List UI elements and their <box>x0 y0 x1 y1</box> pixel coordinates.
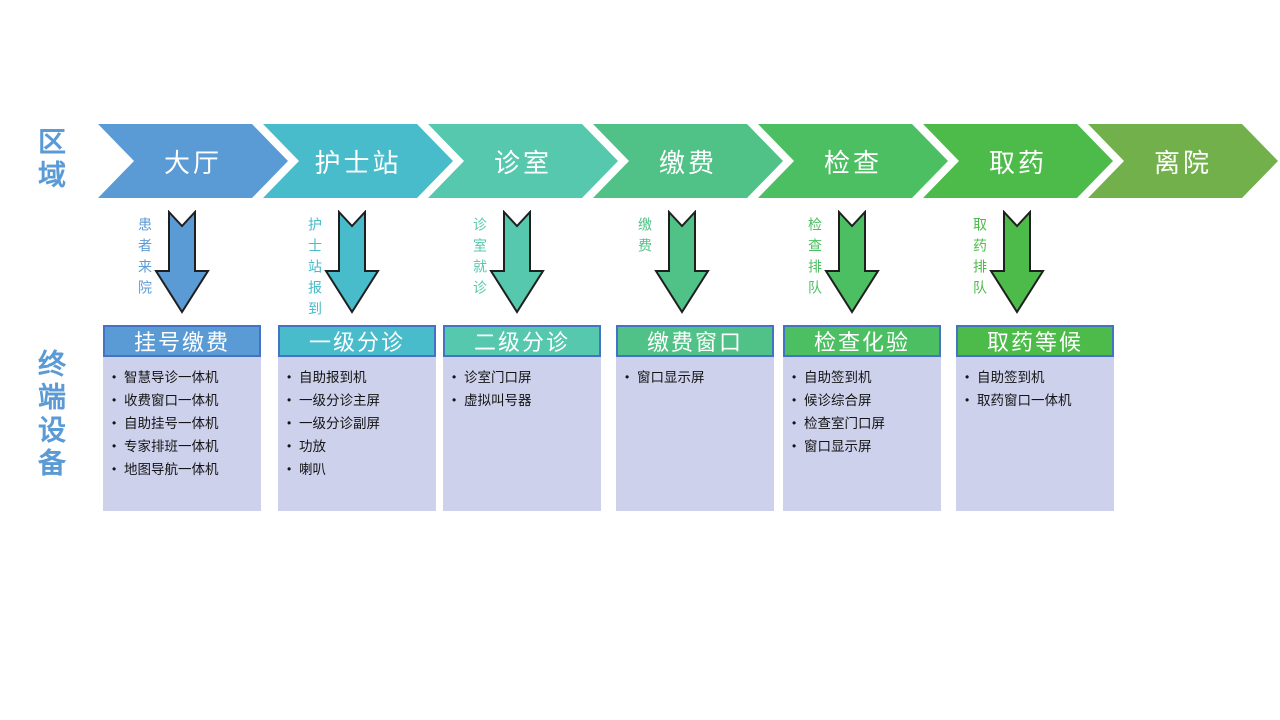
terminal-box-0: 挂号缴费智慧导诊一体机收费窗口一体机自助挂号一体机专家排班一体机地图导航一体机 <box>103 325 261 511</box>
transition-arrow-1 <box>324 210 380 314</box>
stage-label: 缴费 <box>658 147 717 178</box>
terminal-box-title: 一级分诊 <box>278 325 436 357</box>
stage-chevron-0: 大厅 <box>98 124 288 198</box>
terminal-box-title: 挂号缴费 <box>103 325 261 357</box>
terminal-box-title: 二级分诊 <box>443 325 601 357</box>
device-list: 自助报到机一级分诊主屏一级分诊副屏功放喇叭 <box>286 366 432 481</box>
terminal-box-1: 一级分诊自助报到机一级分诊主屏一级分诊副屏功放喇叭 <box>278 325 436 511</box>
device-list-item: 自助报到机 <box>286 366 432 389</box>
device-list-item: 收费窗口一体机 <box>111 389 257 412</box>
device-list-item: 自助签到机 <box>964 366 1110 389</box>
device-list-item: 取药窗口一体机 <box>964 389 1110 412</box>
row-label-area: 区域 <box>35 127 66 193</box>
device-list: 自助签到机候诊综合屏检查室门口屏窗口显示屏 <box>791 366 937 458</box>
stage-label: 诊室 <box>493 147 552 178</box>
device-list-item: 喇叭 <box>286 458 432 481</box>
down-arrow-icon <box>324 210 380 314</box>
device-list-item: 一级分诊主屏 <box>286 389 432 412</box>
stage-label: 大厅 <box>163 147 222 178</box>
device-list: 窗口显示屏 <box>624 366 770 389</box>
transition-label: 检查排队 <box>807 217 823 301</box>
terminal-box-2: 二级分诊诊室门口屏虚拟叫号器 <box>443 325 601 511</box>
down-arrow-icon <box>989 210 1045 314</box>
transition-label: 诊室就诊 <box>472 217 488 301</box>
device-list-item: 窗口显示屏 <box>791 435 937 458</box>
device-list-item: 专家排班一体机 <box>111 435 257 458</box>
device-list-item: 自助签到机 <box>791 366 937 389</box>
device-list-item: 智慧导诊一体机 <box>111 366 257 389</box>
device-list-item: 诊室门口屏 <box>451 366 597 389</box>
stage-chevron-5: 取药 <box>923 124 1113 198</box>
transition-label: 患者来院 <box>137 217 153 301</box>
stage-chevron-4: 检查 <box>758 124 948 198</box>
transition-arrow-3 <box>654 210 710 314</box>
stage-label: 取药 <box>988 147 1047 178</box>
terminal-box-title: 缴费窗口 <box>616 325 774 357</box>
down-arrow-icon <box>154 210 210 314</box>
stage-chevron-1: 护士站 <box>263 124 453 198</box>
terminal-box-5: 取药等候自助签到机取药窗口一体机 <box>956 325 1114 511</box>
stage-chevron-2: 诊室 <box>428 124 618 198</box>
terminal-box-body: 自助签到机候诊综合屏检查室门口屏窗口显示屏 <box>783 357 941 511</box>
terminal-box-body: 自助签到机取药窗口一体机 <box>956 357 1114 511</box>
terminal-box-body: 窗口显示屏 <box>616 357 774 511</box>
device-list-item: 一级分诊副屏 <box>286 412 432 435</box>
transition-label: 护士站报到 <box>307 217 323 322</box>
terminal-box-4: 检查化验自助签到机候诊综合屏检查室门口屏窗口显示屏 <box>783 325 941 511</box>
stage-chevron-6: 离院 <box>1088 124 1278 198</box>
transition-label: 缴费 <box>637 217 653 259</box>
device-list-item: 虚拟叫号器 <box>451 389 597 412</box>
down-arrow-icon <box>654 210 710 314</box>
transition-arrow-0 <box>154 210 210 314</box>
device-list-item: 候诊综合屏 <box>791 389 937 412</box>
device-list-item: 检查室门口屏 <box>791 412 937 435</box>
device-list-item: 自助挂号一体机 <box>111 412 257 435</box>
terminal-box-body: 智慧导诊一体机收费窗口一体机自助挂号一体机专家排班一体机地图导航一体机 <box>103 357 261 511</box>
stage-chevron-3: 缴费 <box>593 124 783 198</box>
device-list: 诊室门口屏虚拟叫号器 <box>451 366 597 412</box>
stage-label: 护士站 <box>314 147 402 178</box>
transition-arrow-2 <box>489 210 545 314</box>
device-list-item: 功放 <box>286 435 432 458</box>
row-label-terminal-devices: 终端设备 <box>35 349 66 481</box>
device-list: 自助签到机取药窗口一体机 <box>964 366 1110 412</box>
device-list-item: 窗口显示屏 <box>624 366 770 389</box>
down-arrow-icon <box>824 210 880 314</box>
transition-arrow-4 <box>824 210 880 314</box>
terminal-box-title: 检查化验 <box>783 325 941 357</box>
terminal-box-body: 诊室门口屏虚拟叫号器 <box>443 357 601 511</box>
terminal-box-title: 取药等候 <box>956 325 1114 357</box>
device-list: 智慧导诊一体机收费窗口一体机自助挂号一体机专家排班一体机地图导航一体机 <box>111 366 257 481</box>
transition-arrow-5 <box>989 210 1045 314</box>
stage-label: 检查 <box>823 147 882 178</box>
device-list-item: 地图导航一体机 <box>111 458 257 481</box>
terminal-box-body: 自助报到机一级分诊主屏一级分诊副屏功放喇叭 <box>278 357 436 511</box>
terminal-box-3: 缴费窗口窗口显示屏 <box>616 325 774 511</box>
down-arrow-icon <box>489 210 545 314</box>
stage-label: 离院 <box>1153 147 1212 178</box>
transition-label: 取药排队 <box>972 217 988 301</box>
